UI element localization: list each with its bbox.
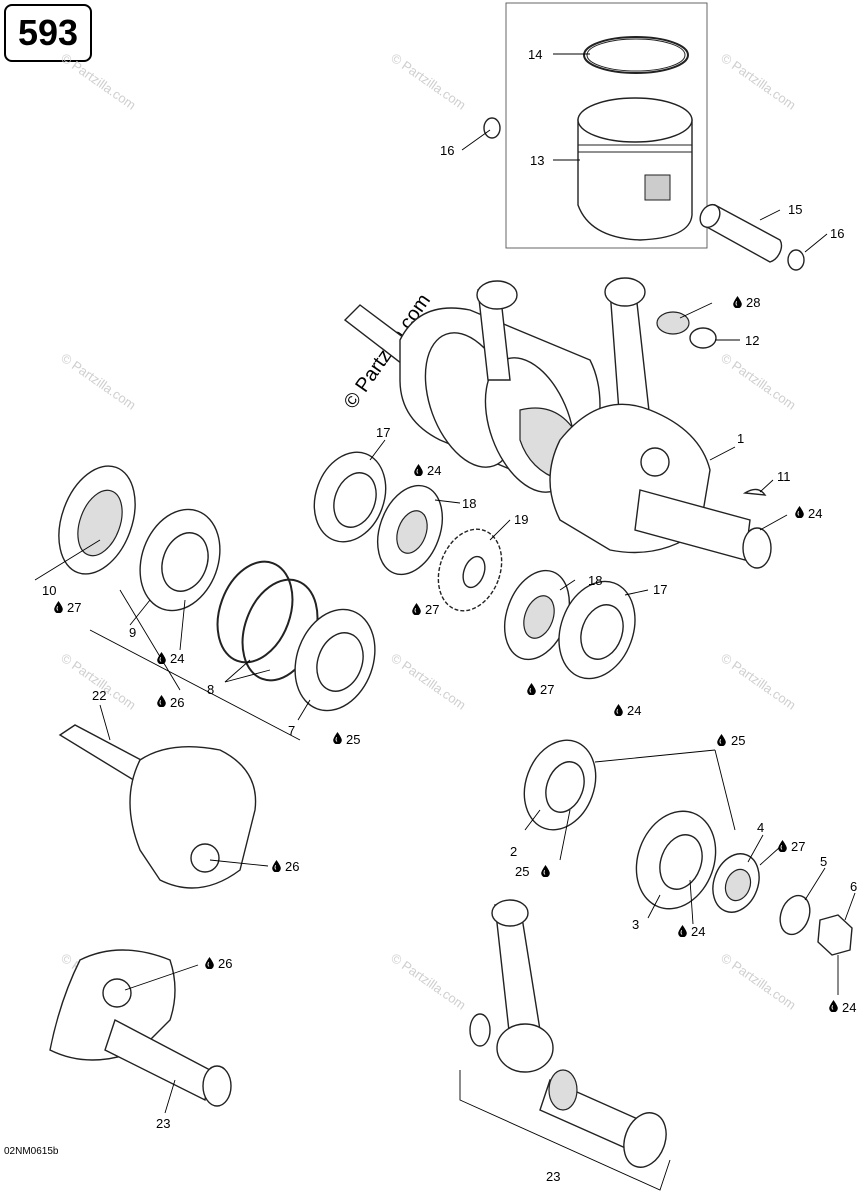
oil-drop-icon (205, 957, 214, 969)
oil-seal[interactable] (493, 562, 581, 669)
oil-drop-icon (157, 695, 166, 707)
watermark: © Partzilla.com (718, 950, 798, 1013)
part-label: 8 (207, 682, 214, 697)
ball-bearing[interactable] (302, 442, 397, 552)
part-label: 24 (808, 506, 822, 521)
part-label: 16 (830, 226, 844, 241)
part-label: 26 (285, 859, 299, 874)
ball-bearing[interactable] (282, 598, 389, 722)
watermark: © Partzilla.com (718, 50, 798, 113)
ball-bearing[interactable] (546, 571, 648, 690)
watermark: © Partzilla.com (718, 350, 798, 413)
part-label: 4 (757, 820, 764, 835)
part-label: 16 (440, 143, 454, 158)
piston-ring[interactable] (583, 36, 689, 74)
watermark: © Partzilla.com (388, 650, 468, 713)
oil-drop-icon (795, 506, 804, 518)
part-label: 27 (67, 600, 81, 615)
part-label: 6 (850, 879, 857, 894)
oil-drop-icon (414, 464, 423, 476)
oil-drop-icon (527, 683, 536, 695)
part-label: 23 (156, 1116, 170, 1131)
part-label: 13 (530, 153, 544, 168)
part-label: 24 (170, 651, 184, 666)
crankshaft-half-mag[interactable] (49, 949, 232, 1107)
oil-drop-icon (778, 840, 787, 852)
page-number-badge: 593 (4, 4, 92, 62)
oil-drop-icon (272, 860, 281, 872)
part-label: 26 (170, 695, 184, 710)
watermark: © Partzilla.com (58, 650, 138, 713)
part-label: 24 (842, 1000, 856, 1015)
part-label: 28 (746, 295, 760, 310)
crankshaft-half-pto[interactable] (58, 724, 257, 889)
piston[interactable] (577, 97, 693, 241)
part-label: 17 (376, 425, 390, 440)
part-label: 18 (462, 496, 476, 511)
part-label: 25 (346, 732, 360, 747)
part-label: 19 (514, 512, 528, 527)
part-label: 27 (425, 602, 439, 617)
part-label: 27 (791, 839, 805, 854)
ball-bearing[interactable] (512, 730, 607, 840)
oil-drop-icon (717, 734, 726, 746)
oil-seal[interactable] (45, 455, 149, 584)
ball-bearing[interactable] (127, 498, 234, 622)
oil-drop-icon (333, 732, 342, 744)
part-label: 24 (427, 463, 441, 478)
part-label: 26 (218, 956, 232, 971)
part-label: 7 (288, 723, 295, 738)
drive-gear[interactable] (427, 520, 512, 619)
piston-pin-circlip[interactable] (483, 117, 501, 139)
part-label: 23 (546, 1169, 560, 1184)
part-label: 10 (42, 583, 56, 598)
oil-drop-icon (678, 925, 687, 937)
leader-lines (34, 53, 856, 1191)
oil-drop-icon (412, 603, 421, 615)
ball-bearing[interactable] (623, 800, 729, 920)
thrust-washer[interactable] (689, 327, 717, 349)
oil-seal[interactable] (705, 847, 767, 918)
oil-drop-icon (541, 865, 550, 877)
part-label: 27 (540, 682, 554, 697)
part-label: 3 (632, 917, 639, 932)
watermark: © Partzilla.com (58, 350, 138, 413)
part-label: 25 (731, 733, 745, 748)
watermark: © Partzilla.com (388, 950, 468, 1013)
piston-kit-box (505, 2, 708, 249)
oil-drop-icon (614, 704, 623, 716)
part-label: 17 (653, 582, 667, 597)
piston-pin[interactable] (696, 201, 783, 263)
woodruff-key[interactable] (742, 488, 767, 496)
drawing-code: 02NM0615b (4, 1146, 59, 1157)
lock-washer[interactable] (775, 891, 815, 938)
needle-bearing[interactable] (656, 311, 690, 335)
watermark: © Partzilla.com (388, 50, 468, 113)
part-label: 15 (788, 202, 802, 217)
part-label: 1 (737, 431, 744, 446)
connecting-rod-kit[interactable] (469, 899, 673, 1173)
part-label: 9 (129, 625, 136, 640)
crankshaft-nut[interactable] (817, 914, 853, 956)
part-label: 11 (777, 469, 791, 484)
part-label: 24 (627, 703, 641, 718)
part-label: 2 (510, 844, 517, 859)
part-label: 18 (588, 573, 602, 588)
watermark: © Partzilla.com (718, 650, 798, 713)
part-label: 5 (820, 854, 827, 869)
oil-drop-icon (54, 601, 63, 613)
part-label: 24 (691, 924, 705, 939)
crankshaft-assembly[interactable] (343, 277, 772, 569)
part-label: 14 (528, 47, 542, 62)
oil-drop-icon (829, 1000, 838, 1012)
oil-drop-icon (733, 296, 742, 308)
watermark: © Partzilla.com (58, 50, 138, 113)
part-label: 12 (745, 333, 759, 348)
part-label: 25 (515, 864, 529, 879)
oil-seal[interactable] (366, 477, 454, 584)
part-labels: 14 16 13 15 16 28 12 1 11 24 17 24 18 19… (42, 47, 857, 1184)
part-label: 22 (92, 688, 106, 703)
piston-pin-circlip[interactable] (787, 249, 805, 271)
